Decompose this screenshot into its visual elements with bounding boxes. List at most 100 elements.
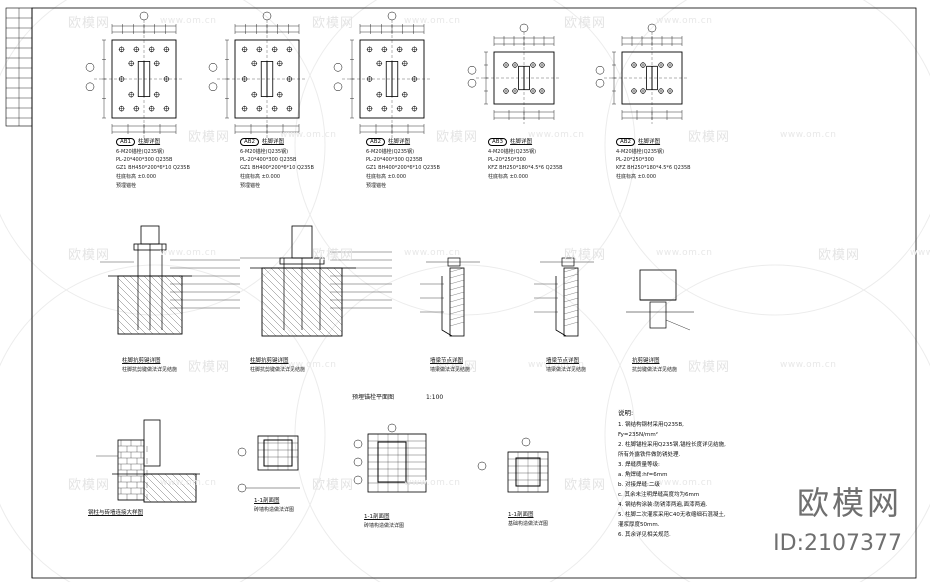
bottom-detail-subtitle: 砖墙构造做法详图 bbox=[254, 507, 295, 513]
note-line: 所有外露铁件做防锈处理. bbox=[618, 452, 681, 458]
watermark-url: www.om.cn bbox=[160, 16, 217, 26]
detail-spec-line: 预埋锚栓 bbox=[240, 183, 261, 189]
watermark-brand: 欧模网 bbox=[436, 130, 479, 145]
wall-hatch bbox=[449, 279, 465, 285]
wall-hatch bbox=[449, 315, 465, 321]
axis-bubble bbox=[595, 78, 605, 88]
note-line: 1. 钢结构钢材采用Q235B, bbox=[618, 422, 684, 428]
concrete-hatch bbox=[129, 275, 183, 329]
note-line: b. 对接焊缝:二级 bbox=[618, 482, 660, 488]
concrete-hatch bbox=[298, 267, 343, 312]
concrete-hatch bbox=[117, 298, 154, 335]
concrete-hatch bbox=[261, 293, 305, 337]
plan-scale: 1:100 bbox=[425, 394, 444, 401]
concrete-hatch bbox=[261, 314, 284, 337]
axis-bubble bbox=[333, 82, 343, 92]
axis-bubble bbox=[595, 65, 605, 75]
watermark-url: www.om.cn bbox=[160, 478, 217, 488]
watermark-brand: 欧模网 bbox=[312, 248, 355, 263]
section-detail-subtitle: 柱脚抗剪键做法详见结施 bbox=[250, 367, 306, 373]
watermark-brand: 欧模网 bbox=[564, 248, 607, 263]
concrete-hatch bbox=[261, 272, 326, 337]
wall-hatch bbox=[563, 273, 579, 279]
watermark-brand: 欧模网 bbox=[188, 130, 231, 145]
watermark-arc bbox=[604, 264, 930, 586]
concrete-hatch bbox=[150, 473, 180, 503]
detail-title: 柱脚详图 bbox=[138, 139, 161, 145]
concrete-hatch bbox=[143, 480, 166, 503]
watermark-brand: 欧模网 bbox=[688, 130, 731, 145]
watermark-url: www.om.cn bbox=[656, 16, 713, 26]
plan-title: 预埋锚栓平面图 1:100 bbox=[352, 392, 443, 401]
steel-column bbox=[143, 419, 161, 467]
watermark-url: www.om.cn bbox=[404, 478, 461, 488]
note-line: a. 角焊缝:hf=6mm bbox=[618, 472, 668, 478]
wall-hatch bbox=[563, 321, 579, 327]
notes-heading: 说明: bbox=[618, 409, 634, 417]
concrete-hatch bbox=[263, 267, 333, 337]
axis-bubble bbox=[237, 447, 247, 457]
section-detail-title: 墙梁节点详图 bbox=[430, 358, 464, 364]
note-line: 灌浆厚度50mm. bbox=[618, 522, 660, 528]
axis-bubble bbox=[353, 439, 363, 449]
concrete-hatch bbox=[157, 473, 187, 503]
section-detail-title: 柱脚抗剪键详图 bbox=[122, 358, 161, 364]
note-line: Fy=235N/mm² bbox=[618, 432, 658, 438]
note-line: c. 其余未注明焊缝高度均为6mm bbox=[618, 492, 700, 498]
column-elev bbox=[639, 269, 677, 301]
section-detail-title: 抗剪键详图 bbox=[632, 358, 660, 364]
axis-bubble bbox=[85, 63, 95, 72]
steel-angle bbox=[555, 276, 567, 337]
wall-hatch bbox=[563, 285, 579, 291]
watermark-url: www.om.cn bbox=[404, 248, 461, 258]
watermark-url: www.om.cn bbox=[780, 360, 837, 370]
detail-spec-line: KFZ BH250*180*4.5*6 Q235B bbox=[616, 165, 691, 171]
section-detail-subtitle: 墙梁做法详见结施 bbox=[546, 367, 587, 373]
wall-hatch bbox=[449, 303, 465, 309]
detail-spec-line: GZ1 BH400*200*6*10 Q235B bbox=[240, 165, 314, 171]
detail-spec-line: 预埋锚栓 bbox=[366, 183, 387, 189]
concrete-hatch bbox=[333, 267, 343, 277]
watermark-brand: 欧模网 bbox=[188, 360, 231, 375]
wall-hatch bbox=[449, 297, 465, 303]
leader-line bbox=[665, 319, 691, 331]
concrete-hatch bbox=[261, 328, 270, 337]
section-detail-subtitle: 墙梁做法详见结施 bbox=[430, 367, 471, 373]
concrete-hatch bbox=[270, 267, 340, 337]
wall-hatch bbox=[449, 309, 465, 315]
concrete-hatch bbox=[117, 305, 147, 335]
bottom-detail-title: 钢柱与砖墙连接大样图 bbox=[88, 510, 144, 516]
detail-spec-line: 柱底标高 ±0.000 bbox=[488, 174, 529, 180]
section-detail-subtitle: 柱脚抗剪键做法详见结施 bbox=[122, 367, 178, 373]
watermark-url: www.om.cn bbox=[656, 248, 713, 258]
concrete-hatch bbox=[178, 275, 183, 280]
bottom-detail-subtitle: 砖墙构造做法详图 bbox=[364, 523, 405, 529]
concrete-hatch bbox=[261, 286, 312, 337]
concrete-hatch bbox=[122, 275, 182, 335]
watermark-url: www.om.cn bbox=[160, 248, 217, 258]
concrete-hatch bbox=[319, 267, 343, 291]
watermark-url: www.om.cn bbox=[280, 360, 337, 370]
axis-bubble bbox=[467, 65, 477, 75]
watermark-arc bbox=[294, 0, 636, 316]
detail-spec-line: PL-20*250*300 bbox=[488, 157, 526, 163]
wall-hatch bbox=[449, 291, 465, 297]
watermark-url: www.om.cn bbox=[280, 130, 337, 140]
concrete-hatch bbox=[117, 291, 161, 335]
concrete-hatch bbox=[157, 275, 183, 301]
detail-tag-bubble: AB3 bbox=[488, 138, 508, 146]
concrete-hatch bbox=[117, 277, 175, 335]
axis-bubble bbox=[262, 11, 272, 21]
axis-bubble bbox=[521, 437, 531, 447]
axis-bubble bbox=[237, 483, 247, 493]
